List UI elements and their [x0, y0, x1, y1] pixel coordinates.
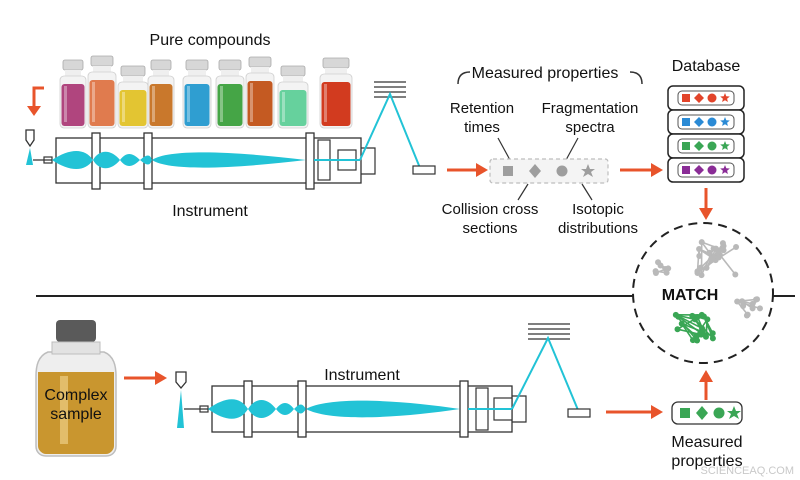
arrow-to-properties-head [476, 163, 488, 177]
collision-label-line1: Collision cross [442, 201, 539, 218]
database-row [667, 157, 745, 183]
star-icon [720, 93, 730, 102]
measured-circle-icon [713, 407, 725, 419]
vial [117, 65, 149, 129]
database-row [667, 85, 745, 111]
molecule-gray-small [652, 259, 672, 276]
match-circle [632, 222, 774, 364]
instrument-top-label: Instrument [172, 203, 248, 220]
database-stack [667, 85, 745, 183]
diamond-icon [529, 164, 541, 178]
collision-label-line2: sections [462, 220, 517, 237]
measured-label-line1: Measured [671, 434, 742, 451]
square-icon [503, 166, 513, 176]
diamond-icon [694, 93, 704, 103]
circle-icon [707, 141, 717, 151]
measured-square-icon [680, 408, 690, 418]
fragmentation-label-line1: Fragmentation [542, 100, 639, 117]
star-icon [720, 165, 730, 174]
vial [147, 59, 175, 129]
pure-compounds-label: Pure compounds [150, 32, 271, 49]
feed-arrow-top-head [27, 106, 41, 116]
measured-diamond-icon [696, 406, 708, 420]
diamond-icon [694, 141, 704, 151]
diamond-icon [694, 117, 704, 127]
vial [182, 59, 212, 129]
instrument-bottom-label: Instrument [324, 367, 400, 384]
vial [277, 65, 309, 129]
vial [87, 55, 117, 129]
circle-icon [707, 117, 717, 127]
complex-sample-jar [35, 320, 117, 457]
property-strip [489, 158, 609, 184]
database-label: Database [672, 58, 741, 75]
molecule-gray-right [734, 296, 763, 319]
square-icon [682, 94, 690, 102]
database-row [667, 109, 745, 135]
retention-pointer [497, 137, 511, 161]
star-icon [720, 117, 730, 126]
fragmentation-label-line2: spectra [565, 119, 615, 136]
arrow-sample-to-instrument-head [155, 371, 167, 385]
watermark: SCIENCEAQ.COM [700, 465, 794, 477]
molecule-gray-top [694, 239, 740, 279]
arrow-measured-to-match-head [699, 370, 713, 382]
measured-label-line2: properties [671, 453, 742, 470]
molecule-clusters [652, 239, 763, 344]
vial [319, 57, 353, 129]
arrow-to-database-head [651, 163, 663, 177]
isotopic-label-line1: Isotopic [572, 201, 624, 218]
instrument-top [25, 81, 436, 190]
complex-sample-label-line2: sample [50, 406, 102, 423]
square-icon [682, 166, 690, 174]
match-label: MATCH [662, 287, 719, 304]
measured-star-icon [727, 406, 741, 419]
arrow-to-measured-head [651, 405, 663, 419]
measured-properties-title: Measured properties [472, 65, 619, 82]
square-icon [682, 118, 690, 126]
retention-label-line2: times [464, 119, 500, 136]
square-icon [682, 142, 690, 150]
complex-sample-label-line1: Complex [44, 387, 107, 404]
fragmentation-pointer [565, 137, 579, 161]
vial [59, 59, 87, 129]
circle-icon [556, 165, 568, 177]
database-row [667, 133, 745, 159]
vial-group [59, 55, 353, 129]
molecule-green [672, 311, 716, 344]
properties-brace-left [457, 71, 471, 85]
star-icon [720, 141, 730, 150]
collision-pointer [517, 183, 529, 201]
properties-brace-right [629, 71, 643, 85]
retention-label-line1: Retention [450, 100, 514, 117]
vial [245, 56, 275, 129]
diamond-icon [694, 165, 704, 175]
circle-icon [707, 93, 717, 103]
star-icon [581, 164, 595, 177]
isotopic-label-line2: distributions [558, 220, 638, 237]
isotopic-pointer [581, 183, 593, 201]
instrument-bottom [175, 323, 591, 438]
circle-icon [707, 165, 717, 175]
arrow-database-to-match-head [699, 208, 713, 220]
vial [215, 59, 245, 129]
feed-arrow-top [32, 86, 44, 108]
